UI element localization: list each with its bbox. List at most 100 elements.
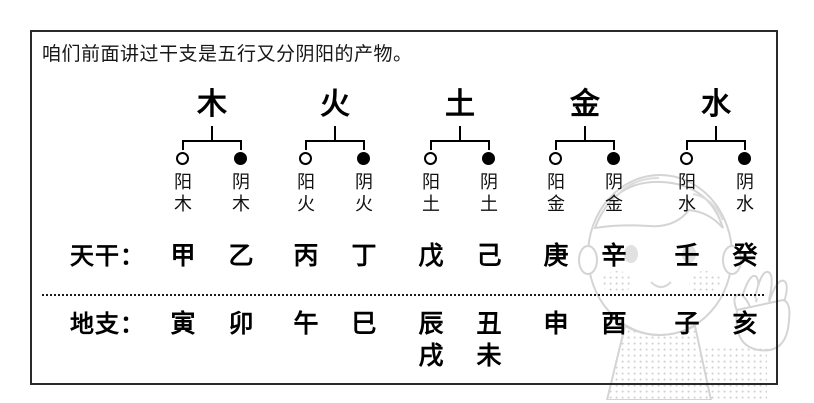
yang-label: 阳 — [174, 172, 192, 192]
branch-cell: 亥 — [732, 311, 758, 338]
stem-cell: 庚 — [543, 243, 569, 270]
polarity-dots — [152, 152, 272, 172]
yin-element-label: 水 — [736, 194, 754, 214]
yin-label: 阴 — [736, 172, 754, 192]
branch-cell: 卯 — [228, 311, 254, 338]
content-frame — [30, 30, 778, 385]
branch-cell: 巳 — [351, 311, 377, 338]
yin-element-label: 土 — [480, 194, 498, 214]
stem-cell: 戊 — [418, 243, 444, 270]
headline-text: 咱们前面讲过干支是五行又分阴阳的产物。 — [42, 44, 413, 65]
yin-label: 阴 — [232, 172, 250, 192]
stem-cell: 癸 — [732, 243, 758, 270]
branch-connector — [152, 126, 272, 152]
heavenly-stems-row: 天干： 甲 乙 丙 丁 戊 己 庚 辛 — [30, 238, 778, 288]
branch-connector — [275, 126, 395, 152]
yang-label: 阳 — [297, 172, 315, 192]
polarity-labels: 阳 阴 — [152, 172, 272, 194]
yang-element-label: 土 — [422, 194, 440, 214]
branch-cell: 酉 — [601, 311, 627, 338]
filled-circle-icon — [482, 152, 495, 165]
polarity-dots — [275, 152, 395, 172]
branch-cell: 戌 — [418, 343, 444, 370]
polarity-dots — [400, 152, 520, 172]
stems-group-water: 壬 癸 — [656, 242, 776, 274]
filled-circle-icon — [738, 152, 751, 165]
branch-connector — [400, 126, 520, 152]
stems-group-metal: 庚 辛 — [525, 242, 645, 274]
stems-group-earth: 戊 己 — [400, 242, 520, 274]
open-circle-icon — [299, 152, 312, 165]
filled-circle-icon — [607, 152, 620, 165]
open-circle-icon — [424, 152, 437, 165]
element-column-fire: 火 阳 阴 火 火 — [275, 88, 395, 216]
heavenly-stems-label: 天干： — [70, 244, 145, 270]
element-column-water: 水 阳 阴 水 水 — [656, 88, 776, 216]
stem-cell: 丙 — [293, 243, 319, 270]
branches-group-fire: 午 巳 — [275, 310, 395, 374]
stem-cell: 丁 — [351, 243, 377, 270]
branch-cell: 寅 — [170, 311, 196, 338]
polarity-element-labels: 火 火 — [275, 194, 395, 216]
yang-element-label: 金 — [547, 194, 565, 214]
stem-cell: 壬 — [674, 243, 700, 270]
five-elements-diagram: 木 阳 阴 木 木 火 阳 阴 火 火 — [30, 88, 778, 233]
filled-circle-icon — [357, 152, 370, 165]
branch-cell: 子 — [674, 311, 700, 338]
yin-label: 阴 — [480, 172, 498, 192]
open-circle-icon — [680, 152, 693, 165]
stem-cell: 己 — [476, 243, 502, 270]
yin-element-label: 木 — [232, 194, 250, 214]
branches-group-earth: 辰 丑 戌 未 — [400, 310, 520, 374]
polarity-element-labels: 土 土 — [400, 194, 520, 216]
ganzhi-table: 天干： 甲 乙 丙 丁 戊 己 庚 辛 — [30, 238, 778, 392]
branch-cell: 未 — [476, 343, 502, 370]
yin-label: 阴 — [355, 172, 373, 192]
branch-cell: 午 — [293, 311, 319, 338]
branch-cell: 辰 — [418, 311, 444, 338]
yang-label: 阳 — [422, 172, 440, 192]
element-column-wood: 木 阳 阴 木 木 — [152, 88, 272, 216]
element-name-water: 水 — [701, 88, 731, 121]
yang-element-label: 木 — [174, 194, 192, 214]
earthly-branches-row: 地支： 寅 卯 午 巳 辰 丑 — [30, 306, 778, 392]
open-circle-icon — [176, 152, 189, 165]
earthly-branches-label: 地支： — [70, 312, 145, 338]
polarity-dots — [525, 152, 645, 172]
yin-label: 阴 — [605, 172, 623, 192]
dotted-divider — [42, 294, 764, 296]
stems-group-fire: 丙 丁 — [275, 242, 395, 274]
branch-cell: 丑 — [476, 311, 502, 338]
branch-cell: 申 — [543, 311, 569, 338]
polarity-dots — [656, 152, 776, 172]
element-name-fire: 火 — [320, 88, 350, 121]
polarity-labels: 阳 阴 — [525, 172, 645, 194]
yin-element-label: 金 — [605, 194, 623, 214]
polarity-labels: 阳 阴 — [656, 172, 776, 194]
branch-connector — [656, 126, 776, 152]
element-column-metal: 金 阳 阴 金 金 — [525, 88, 645, 216]
element-name-earth: 土 — [445, 88, 475, 121]
filled-circle-icon — [234, 152, 247, 165]
stem-cell: 甲 — [170, 243, 196, 270]
stem-cell: 辛 — [601, 243, 627, 270]
open-circle-icon — [549, 152, 562, 165]
yin-element-label: 火 — [355, 194, 373, 214]
yang-element-label: 水 — [678, 194, 696, 214]
element-column-earth: 土 阳 阴 土 土 — [400, 88, 520, 216]
yang-label: 阳 — [678, 172, 696, 192]
yang-label: 阳 — [547, 172, 565, 192]
polarity-labels: 阳 阴 — [400, 172, 520, 194]
polarity-element-labels: 金 金 — [525, 194, 645, 216]
stem-cell: 乙 — [228, 243, 254, 270]
branch-connector — [525, 126, 645, 152]
branches-group-water: 子 亥 — [656, 310, 776, 374]
polarity-element-labels: 水 水 — [656, 194, 776, 216]
yang-element-label: 火 — [297, 194, 315, 214]
element-name-metal: 金 — [570, 88, 600, 121]
element-name-wood: 木 — [197, 88, 227, 121]
polarity-element-labels: 木 木 — [152, 194, 272, 216]
stems-group-wood: 甲 乙 — [152, 242, 272, 274]
branches-group-wood: 寅 卯 — [152, 310, 272, 374]
polarity-labels: 阳 阴 — [275, 172, 395, 194]
